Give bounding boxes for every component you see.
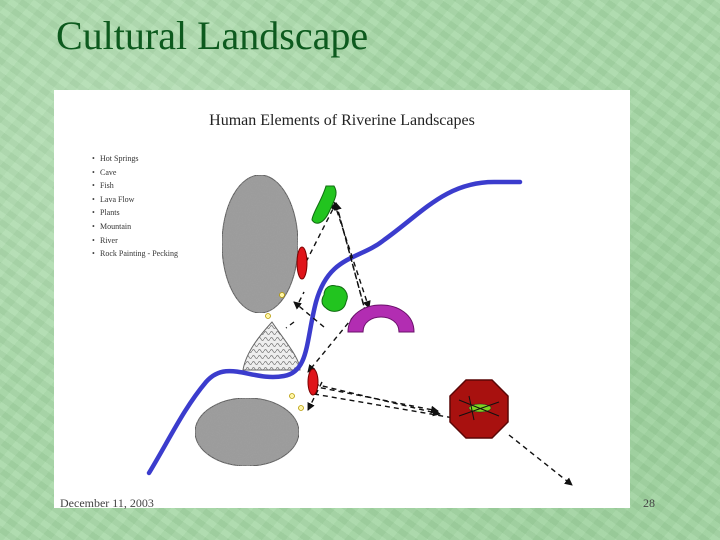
- mountain-shape-lower: [194, 397, 300, 467]
- footer-date: December 11, 2003: [60, 496, 154, 510]
- fish-shape-upper: [296, 246, 308, 280]
- legend-item: Lava Flow: [92, 193, 178, 207]
- plant-shape-lower: [321, 285, 348, 312]
- legend-item: Plants: [92, 206, 178, 220]
- fish-shape-lower: [307, 368, 319, 396]
- legend-list: Hot Springs Cave Fish Lava Flow Plants M…: [92, 152, 178, 261]
- slide-title: Cultural Landscape: [56, 13, 369, 58]
- landscape-diagram: [146, 174, 573, 486]
- page-number: 28: [643, 496, 655, 510]
- legend-item: Hot Springs: [92, 152, 178, 166]
- rainbow-arch: [347, 304, 415, 333]
- riverine-landscape-figure: Human Elements of Riverine Landscapes Ho…: [54, 90, 630, 508]
- legend-item: Mountain: [92, 220, 178, 234]
- legend-item: Fish: [92, 179, 178, 193]
- legend-item: River: [92, 234, 178, 248]
- plant-shape-upper: [311, 185, 337, 224]
- legend-item: Rock Painting - Pecking: [92, 247, 178, 261]
- cave-painting-lines: [458, 395, 500, 421]
- mountain-shape-upper: [221, 174, 299, 314]
- river-line: [146, 179, 523, 476]
- legend-item: Cave: [92, 166, 178, 180]
- figure-title: Human Elements of Riverine Landscapes: [209, 112, 475, 129]
- lava-flow-shape: [242, 321, 301, 371]
- dashed-arrows: [285, 201, 573, 486]
- trail-markers: [265, 292, 304, 411]
